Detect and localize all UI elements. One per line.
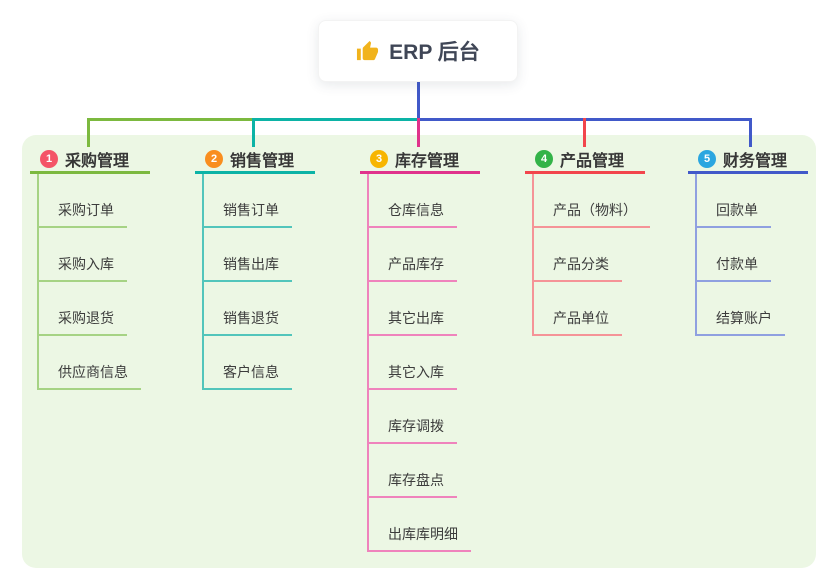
branch-number-badge: 1 — [40, 150, 58, 168]
subtopic[interactable]: 产品库存 — [367, 254, 457, 282]
child-row: 供应商信息 — [37, 336, 177, 390]
branch-topic-1[interactable]: 1 采购管理 — [30, 147, 150, 174]
branch-topic-label: 产品管理 — [560, 153, 625, 170]
branch-number-badge: 2 — [205, 150, 223, 168]
branch-number-badge: 5 — [698, 150, 716, 168]
subtopic[interactable]: 库存调拨 — [367, 416, 457, 444]
subtopic[interactable]: 其它出库 — [367, 308, 457, 336]
branch-children: 产品（物料） 产品分类产品单位 — [532, 174, 672, 336]
thumbs-up-icon — [356, 40, 379, 63]
subtopic[interactable]: 付款单 — [695, 254, 771, 282]
branch-5: 5 财务管理回款单付款单结算账户 — [688, 147, 835, 336]
child-row: 销售退货 — [202, 282, 342, 336]
child-row: 销售订单 — [202, 174, 342, 228]
child-row: 其它出库 — [367, 282, 507, 336]
subtopic[interactable]: 产品分类 — [532, 254, 622, 282]
child-row: 库存调拨 — [367, 390, 507, 444]
branch-number-badge: 4 — [535, 150, 553, 168]
child-row: 回款单 — [695, 174, 835, 228]
child-row: 结算账户 — [695, 282, 835, 336]
branch-topic-5[interactable]: 5 财务管理 — [688, 147, 808, 174]
branch-children: 销售订单销售出库销售退货客户信息 — [202, 174, 342, 390]
subtopic[interactable]: 供应商信息 — [37, 362, 141, 390]
root-topic-label: ERP 后台 — [389, 41, 480, 64]
subtopic[interactable]: 销售订单 — [202, 200, 292, 228]
branch-topic-2[interactable]: 2 销售管理 — [195, 147, 315, 174]
child-row: 采购订单 — [37, 174, 177, 228]
connector-drop-branch-3 — [417, 118, 420, 147]
connector-drop-branch-1 — [87, 118, 90, 147]
branch-2: 2 销售管理销售订单销售出库销售退货客户信息 — [195, 147, 342, 390]
subtopic[interactable]: 采购订单 — [37, 200, 127, 228]
connector-root-stem — [417, 82, 420, 120]
subtopic[interactable]: 产品（物料） — [532, 200, 650, 228]
child-row: 产品（物料） — [532, 174, 672, 228]
child-row: 产品分类 — [532, 228, 672, 282]
subtopic[interactable]: 仓库信息 — [367, 200, 457, 228]
branch-topic-label: 库存管理 — [395, 153, 460, 170]
branch-topic-label: 销售管理 — [230, 153, 295, 170]
branch-topic-label: 财务管理 — [723, 153, 788, 170]
child-row: 销售出库 — [202, 228, 342, 282]
child-row: 采购入库 — [37, 228, 177, 282]
branch-children: 回款单付款单结算账户 — [695, 174, 835, 336]
group-panel — [22, 135, 816, 568]
branch-number-badge: 3 — [370, 150, 388, 168]
child-row: 出库库明细 — [367, 498, 507, 552]
connector-horizontal-segment-1 — [87, 118, 253, 121]
child-row: 产品单位 — [532, 282, 672, 336]
subtopic[interactable]: 结算账户 — [695, 308, 785, 336]
child-row: 仓库信息 — [367, 174, 507, 228]
child-row: 产品库存 — [367, 228, 507, 282]
branch-topic-4[interactable]: 4 产品管理 — [525, 147, 645, 174]
connector-drop-branch-5 — [749, 118, 752, 147]
subtopic[interactable]: 采购入库 — [37, 254, 127, 282]
subtopic[interactable]: 客户信息 — [202, 362, 292, 390]
subtopic[interactable]: 产品单位 — [532, 308, 622, 336]
subtopic[interactable]: 库存盘点 — [367, 470, 457, 498]
branch-3: 3 库存管理仓库信息产品库存其它出库其它入库库存调拨库存盘点出库库明细 — [360, 147, 507, 552]
subtopic[interactable]: 出库库明细 — [367, 524, 471, 552]
subtopic[interactable]: 销售退货 — [202, 308, 292, 336]
subtopic[interactable]: 采购退货 — [37, 308, 127, 336]
child-row: 客户信息 — [202, 336, 342, 390]
child-row: 采购退货 — [37, 282, 177, 336]
branch-1: 1 采购管理采购订单采购入库采购退货供应商信息 — [30, 147, 177, 390]
subtopic[interactable]: 回款单 — [695, 200, 771, 228]
connector-horizontal-segment-2 — [253, 118, 418, 121]
connector-drop-branch-4 — [583, 118, 586, 147]
subtopic[interactable]: 其它入库 — [367, 362, 457, 390]
connector-drop-branch-2 — [252, 118, 255, 147]
child-row: 其它入库 — [367, 336, 507, 390]
branch-children: 仓库信息产品库存其它出库其它入库库存调拨库存盘点出库库明细 — [367, 174, 507, 552]
root-topic[interactable]: ERP 后台 — [318, 20, 518, 82]
child-row: 库存盘点 — [367, 444, 507, 498]
subtopic[interactable]: 销售出库 — [202, 254, 292, 282]
branch-children: 采购订单采购入库采购退货供应商信息 — [37, 174, 177, 390]
branch-topic-3[interactable]: 3 库存管理 — [360, 147, 480, 174]
branch-topic-label: 采购管理 — [65, 153, 130, 170]
branch-4: 4 产品管理产品（物料） 产品分类产品单位 — [525, 147, 672, 336]
child-row: 付款单 — [695, 228, 835, 282]
